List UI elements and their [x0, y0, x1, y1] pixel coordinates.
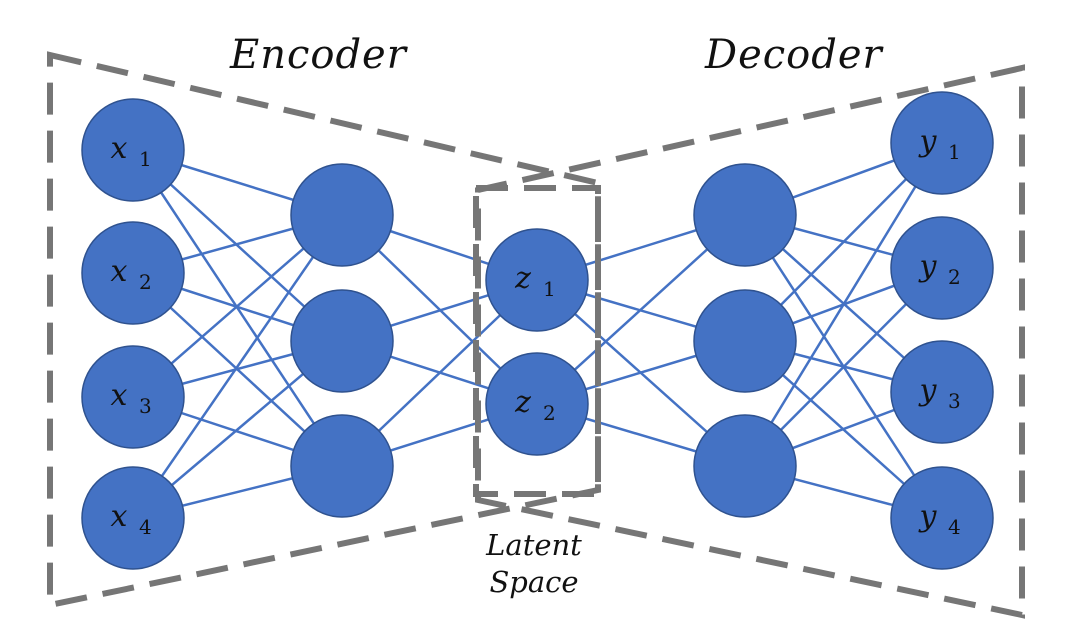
node-label: y [918, 499, 938, 534]
node-label: z [514, 261, 531, 296]
latent-space-box [473, 185, 601, 497]
node-label: z [514, 385, 531, 420]
node-circle [290, 289, 394, 393]
node-subscript: 3 [139, 394, 152, 418]
node-circle [693, 163, 797, 267]
node-circle [890, 466, 994, 570]
latent-label-line1: Latent [485, 528, 582, 562]
node-circle [81, 221, 185, 325]
node-enc_hidden-3 [290, 414, 394, 518]
node-subscript: 2 [948, 265, 961, 289]
node-circle [81, 466, 185, 570]
node-subscript: 2 [543, 401, 556, 425]
node-dec_hidden-1 [693, 163, 797, 267]
decoder-title: Decoder [704, 32, 885, 78]
node-subscript: 1 [543, 277, 556, 301]
edge-dec_hidden-3-to-output-1 [743, 142, 944, 467]
node-label: x [111, 131, 128, 166]
node-subscript: 2 [139, 270, 152, 294]
node-circle [290, 414, 394, 518]
node-enc_hidden-2 [290, 289, 394, 393]
node-subscript: 4 [139, 515, 152, 539]
node-subscript: 1 [139, 147, 152, 171]
node-circle [890, 91, 994, 195]
node-circle [81, 98, 185, 202]
node-circle [485, 228, 589, 332]
node-circle [890, 340, 994, 444]
node-circle [290, 163, 394, 267]
latent-label-line2: Space [489, 565, 578, 599]
node-dec_hidden-3 [693, 414, 797, 518]
node-subscript: 1 [948, 140, 961, 164]
node-label: y [918, 249, 938, 284]
node-label: x [111, 254, 128, 289]
node-label: y [918, 373, 938, 408]
node-circle [693, 414, 797, 518]
node-label: y [918, 124, 938, 159]
encoder-frame [47, 51, 601, 609]
node-dec_hidden-2 [693, 289, 797, 393]
node-subscript: 4 [948, 515, 961, 539]
node-circle [81, 345, 185, 449]
node-enc_hidden-1 [290, 163, 394, 267]
node-label: x [111, 499, 128, 534]
node-label: x [111, 378, 128, 413]
edge-input-4-to-enc_hidden-1 [131, 214, 344, 519]
node-subscript: 3 [948, 389, 961, 413]
node-circle [485, 352, 589, 456]
node-circle [890, 216, 994, 320]
encoder-title: Encoder [229, 32, 409, 78]
decoder-frame [475, 64, 1025, 619]
node-circle [693, 289, 797, 393]
